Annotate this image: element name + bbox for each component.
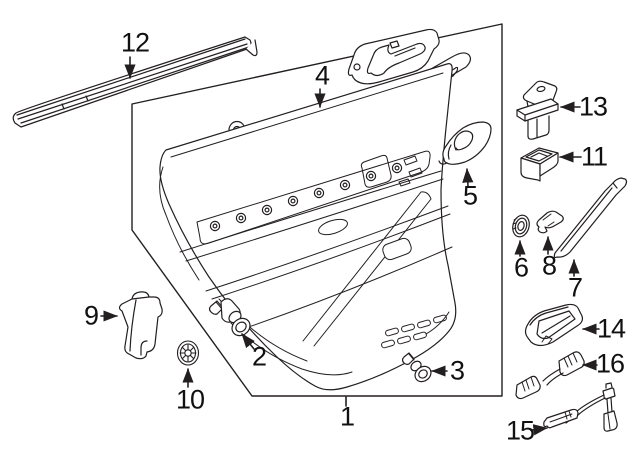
callout-5-arrow bbox=[462, 168, 474, 187]
callout-2[interactable]: 2 bbox=[251, 341, 267, 372]
callout-16[interactable]: 16 bbox=[595, 348, 625, 379]
part-15-wire bbox=[543, 382, 618, 432]
part-16-harness bbox=[515, 351, 585, 400]
callout-13[interactable]: 13 bbox=[578, 91, 608, 122]
part-1-door-trim-panel bbox=[159, 63, 457, 391]
part-5-handle-cover bbox=[438, 121, 492, 165]
part-12-weatherstrip bbox=[12, 36, 258, 128]
part-9-bracket bbox=[118, 291, 163, 360]
callout-3[interactable]: 3 bbox=[449, 355, 465, 386]
callout-9[interactable]: 9 bbox=[83, 300, 99, 331]
diagram-frame bbox=[131, 23, 503, 397]
callout-5[interactable]: 5 bbox=[462, 180, 478, 211]
part-6-grommet bbox=[512, 214, 530, 238]
callout-1[interactable]: 1 bbox=[339, 401, 355, 432]
callout-15-arrow bbox=[531, 424, 548, 436]
part-14-courtesy-lamp bbox=[524, 303, 584, 347]
inner-handle-escutcheon bbox=[347, 28, 440, 85]
part-7-sail-trim bbox=[553, 177, 628, 259]
part-13-window-switch bbox=[516, 80, 559, 140]
callout-10[interactable]: 10 bbox=[175, 384, 205, 415]
callout-4[interactable]: 4 bbox=[314, 60, 330, 91]
callout-12[interactable]: 12 bbox=[120, 27, 150, 58]
callout-6[interactable]: 6 bbox=[513, 252, 529, 283]
callout-11[interactable]: 11 bbox=[580, 141, 608, 172]
callout-14[interactable]: 14 bbox=[596, 313, 626, 344]
part-10-grommet bbox=[176, 340, 200, 366]
callout-15[interactable]: 15 bbox=[505, 415, 535, 446]
callout-arrows bbox=[100, 56, 600, 436]
part-2-push-clip bbox=[208, 298, 251, 337]
callout-2-arrow bbox=[241, 333, 255, 350]
callout-8[interactable]: 8 bbox=[541, 250, 557, 281]
part-8-clip bbox=[536, 210, 564, 234]
screw-holes bbox=[209, 162, 403, 232]
part-3-push-clip bbox=[401, 352, 432, 383]
part-11-switch-bezel bbox=[520, 147, 559, 182]
callout-7[interactable]: 7 bbox=[567, 272, 583, 303]
vent-slots bbox=[381, 314, 447, 349]
